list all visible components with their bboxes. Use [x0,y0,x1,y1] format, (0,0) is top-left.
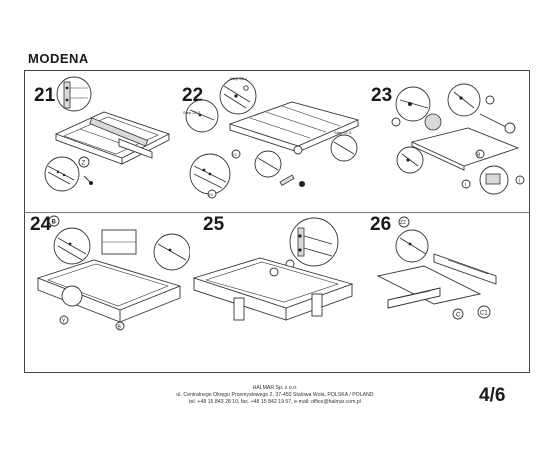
part-label: Y [62,319,66,325]
part-label: Z2 [232,152,237,157]
step-24-illustration: B Y B [30,214,190,339]
footer-contact: tel. +48 15 843 28 10, fax. +48 15 842 1… [189,399,361,405]
instruction-frame [24,70,530,373]
step-22-illustration: Step 22.1 Step 22.2 Step 22.3 Z2 Z3 [180,74,368,209]
part-label: I [519,179,520,185]
detail-circle [56,76,92,112]
step-number-23: 23 [371,85,393,106]
part-label: B [477,153,481,159]
row-divider [24,212,530,213]
product-title: MODENA [28,51,89,66]
part-label: C1 [480,311,488,317]
part-label: Z [82,161,86,167]
step-23-illustration: B I I [368,74,530,209]
page-number: 4/6 [479,385,506,406]
part-label: Z3 [208,192,213,197]
footer: HALMAR Sp. z o.o. ul. Centralnego Okręgu… [0,385,550,406]
step-21-illustration: Z [34,74,174,209]
step-25-illustration [186,214,364,339]
part-label: C [456,313,461,319]
step-number-21: 21 [34,85,56,106]
part-label: I [465,183,466,189]
part-label: B [118,325,122,331]
step-ref-label: Step 22.3 [334,130,352,135]
footer-company: HALMAR Sp. z o.o. [252,385,298,391]
step-number-26: 26 [370,214,392,235]
step-ref-label: Step 22.2 [183,110,201,115]
part-label: Z2 [400,220,406,226]
step-26-illustration: Z2 C C1 [368,214,530,339]
step-ref-label: Step 22.1 [230,76,248,81]
part-label: B [52,220,57,226]
footer-address: ul. Centralnego Okręgu Przemysłowego 2, … [176,392,374,398]
step-number-25: 25 [203,214,225,235]
step-number-24: 24 [30,214,52,235]
